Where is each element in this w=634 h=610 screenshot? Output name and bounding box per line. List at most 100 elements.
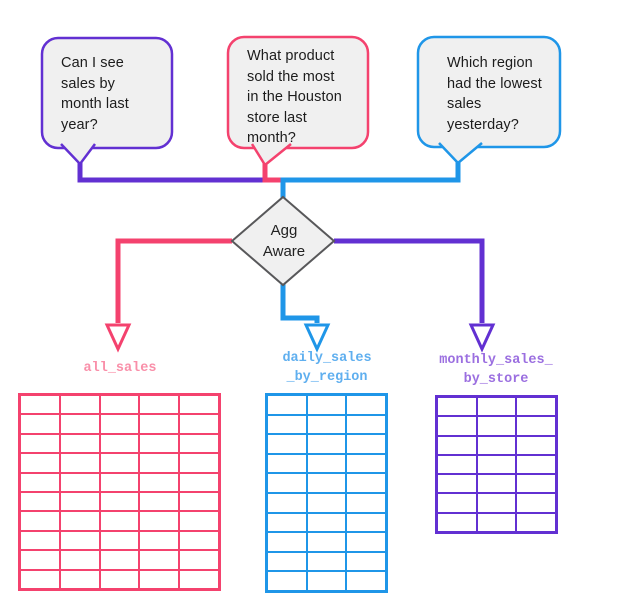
table-cell: [438, 455, 476, 474]
table-cell: [347, 494, 385, 512]
table-cell: [21, 551, 59, 569]
table-cell: [140, 415, 179, 433]
table-cell: [307, 415, 346, 434]
table-cell: [140, 396, 179, 414]
table-grid-monthly-sales-by-store: [435, 395, 558, 534]
table-cell: [180, 434, 218, 453]
table-cell: [307, 552, 346, 571]
table-cell: [100, 551, 139, 569]
table-cell: [180, 396, 218, 414]
table-label-all-sales: all_sales: [83, 361, 157, 376]
table-cell: [307, 572, 346, 590]
table-cell: [438, 398, 476, 416]
table-cell: [517, 494, 555, 512]
table-cell: [140, 551, 179, 569]
table-cell: [180, 454, 218, 472]
table-cell: [438, 436, 476, 454]
table-cell: [438, 513, 476, 531]
table-grid-daily-sales-by-region: [265, 393, 388, 593]
table-cell: [180, 551, 218, 569]
connector-diamond-to-monthly-sales: [334, 238, 485, 323]
table-cell: [307, 474, 346, 492]
table-cell: [307, 494, 346, 512]
table-cell: [140, 492, 179, 511]
table-cell: [517, 455, 555, 474]
table-cell: [268, 474, 306, 492]
table-cell: [21, 454, 59, 472]
arrowhead-monthly-sales-icon: [468, 323, 496, 353]
table-cell: [477, 417, 516, 435]
table-cell: [180, 512, 218, 530]
table-cell: [307, 396, 346, 414]
table-cell: [21, 512, 59, 530]
table-cell: [517, 475, 555, 493]
table-cell: [100, 492, 139, 511]
connector-diamond-to-all-sales: [115, 238, 232, 323]
speech-bubble-question3: [416, 35, 562, 149]
table-cell: [477, 494, 516, 512]
table-cell: [268, 454, 306, 473]
table-cell: [140, 434, 179, 453]
table-cell: [438, 494, 476, 512]
table-cell: [60, 512, 99, 530]
table-cell: [347, 454, 385, 473]
table-cell: [100, 531, 139, 550]
table-cell: [21, 415, 59, 433]
table-cell: [21, 434, 59, 453]
table-cell: [21, 570, 59, 588]
table-cell: [517, 436, 555, 454]
table-cell: [140, 454, 179, 472]
table-cell: [100, 396, 139, 414]
table-cell: [21, 492, 59, 511]
connector-question3-to-diamond: [280, 161, 461, 199]
table-cell: [268, 396, 306, 414]
table-cell: [347, 415, 385, 434]
table-cell: [100, 434, 139, 453]
arrowhead-all-sales-icon: [104, 323, 132, 353]
table-cell: [477, 398, 516, 416]
table-cell: [477, 455, 516, 474]
table-cell: [100, 512, 139, 530]
table-cell: [347, 474, 385, 492]
speech-bubble-question1-tail: [60, 143, 96, 166]
table-cell: [268, 435, 306, 453]
table-cell: [347, 513, 385, 532]
table-cell: [307, 454, 346, 473]
table-cell: [180, 473, 218, 491]
table-cell: [60, 531, 99, 550]
decision-diamond: [230, 195, 336, 287]
table-cell: [517, 417, 555, 435]
table-cell: [477, 436, 516, 454]
table-cell: [268, 533, 306, 551]
table-cell: [307, 435, 346, 453]
table-cell: [140, 531, 179, 550]
table-cell: [347, 533, 385, 551]
table-cell: [517, 398, 555, 416]
table-cell: [307, 533, 346, 551]
table-cell: [100, 415, 139, 433]
table-cell: [60, 551, 99, 569]
question1-text: Can I see sales by month last year?: [61, 55, 129, 133]
table-cell: [140, 512, 179, 530]
connector-diamond-to-daily-sales: [280, 283, 320, 323]
table-cell: [60, 434, 99, 453]
table-cell: [268, 494, 306, 512]
table-cell: [347, 396, 385, 414]
question2-text: What product sold the most in the Housto…: [247, 48, 342, 146]
table-cell: [180, 415, 218, 433]
table-cell: [268, 513, 306, 532]
table-cell: [477, 513, 516, 531]
table-cell: [268, 552, 306, 571]
table-cell: [21, 396, 59, 414]
table-cell: [180, 531, 218, 550]
speech-bubble-question2-tail: [250, 143, 292, 167]
table-cell: [21, 531, 59, 550]
table-cell: [438, 417, 476, 435]
table-cell: [307, 513, 346, 532]
table-cell: [100, 570, 139, 588]
decision-diamond-label: Agg Aware: [262, 222, 306, 260]
table-cell: [21, 473, 59, 491]
table-cell: [347, 552, 385, 571]
table-cell: [60, 473, 99, 491]
